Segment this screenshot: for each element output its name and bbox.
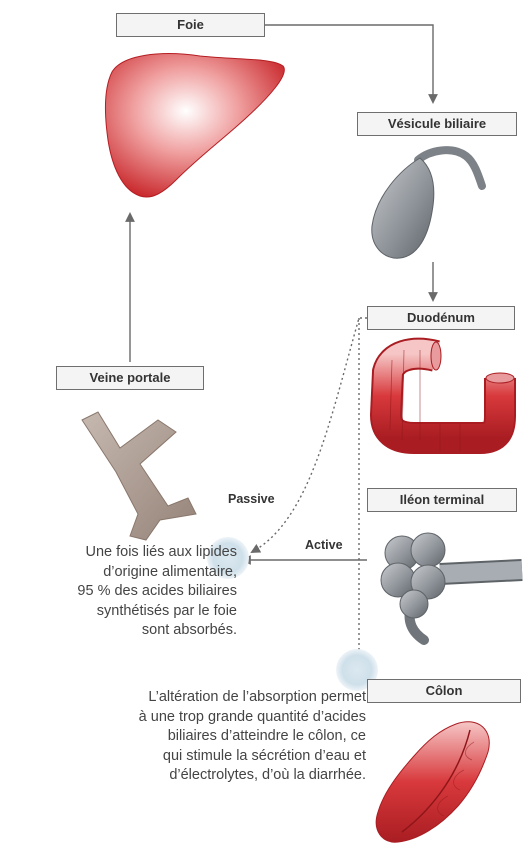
gallbladder-icon <box>372 150 482 258</box>
alteration-line: qui stimule la sécrétion d’eau et <box>60 747 366 767</box>
alteration-line: L’altération de l’absorption permet <box>60 688 366 708</box>
alteration-text: L’altération de l’absorption permet à un… <box>60 688 366 786</box>
absorption-text: Une fois liés aux lipides d’origine alim… <box>0 543 237 641</box>
label-colon: Côlon <box>367 679 521 703</box>
ileum-icon <box>381 533 522 640</box>
passive-label: Passive <box>228 492 275 506</box>
liver-icon <box>105 54 284 197</box>
alteration-line: à une trop grande quantité d’acides <box>60 708 366 728</box>
label-veine-portale: Veine portale <box>56 366 204 390</box>
alteration-line: biliaires d’atteindre le côlon, ce <box>60 727 366 747</box>
portal-vein-icon <box>82 412 196 540</box>
absorption-line: 95 % des acides biliaires <box>0 582 237 602</box>
label-duodenum: Duodénum <box>367 306 515 330</box>
alteration-line: d’électrolytes, d’où la diarrhée. <box>60 766 366 786</box>
absorption-line: sont absorbés. <box>0 621 237 641</box>
arrow-foie-to-vesicule <box>265 25 433 102</box>
label-vesicule-biliaire: Vésicule biliaire <box>357 112 517 136</box>
absorption-line: Une fois liés aux lipides <box>0 543 237 563</box>
label-foie: Foie <box>116 13 265 37</box>
absorption-line: d’origine alimentaire, <box>0 563 237 583</box>
arrow-passive <box>252 318 367 552</box>
active-label: Active <box>305 538 343 552</box>
colon-icon <box>376 722 489 842</box>
duodenum-icon <box>386 342 514 452</box>
absorption-line: synthétisés par le foie <box>0 602 237 622</box>
label-ileon-terminal: Iléon terminal <box>367 488 517 512</box>
